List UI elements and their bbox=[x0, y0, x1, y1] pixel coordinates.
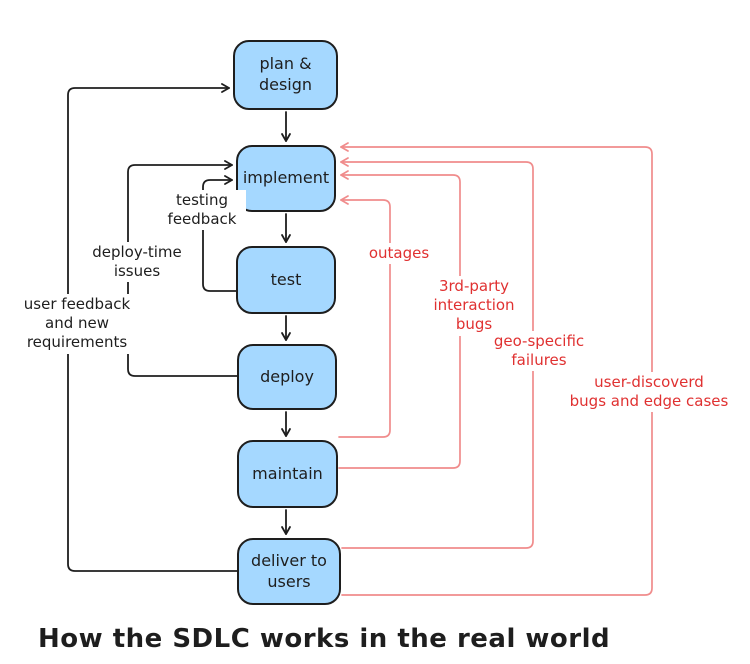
label-third-party-bugs: 3rd-party interaction bugs bbox=[418, 276, 530, 336]
label-deploy-time-issues: deploy-time issues bbox=[80, 242, 194, 283]
arrow-testing-feedback bbox=[202, 175, 237, 292]
label-testing-feedback: testing feedback bbox=[158, 190, 246, 231]
node-implement: implement bbox=[236, 145, 336, 212]
node-test: test bbox=[236, 246, 336, 314]
arrow-outages bbox=[338, 195, 391, 438]
node-plan-design: plan & design bbox=[233, 40, 338, 110]
node-deploy: deploy bbox=[237, 344, 337, 410]
label-user-discovered-bugs: user-discoverd bugs and edge cases bbox=[552, 372, 746, 413]
label-user-feedback: user feedback and new requirements bbox=[5, 294, 149, 354]
diagram-caption: How the SDLC works in the real world bbox=[38, 624, 611, 654]
node-maintain: maintain bbox=[237, 440, 338, 508]
label-outages: outages bbox=[352, 243, 446, 265]
node-deliver-to-users: deliver to users bbox=[237, 538, 341, 605]
label-geo-failures: geo-specific failures bbox=[482, 331, 596, 372]
arrow-user-discovered-bugs bbox=[340, 142, 653, 596]
